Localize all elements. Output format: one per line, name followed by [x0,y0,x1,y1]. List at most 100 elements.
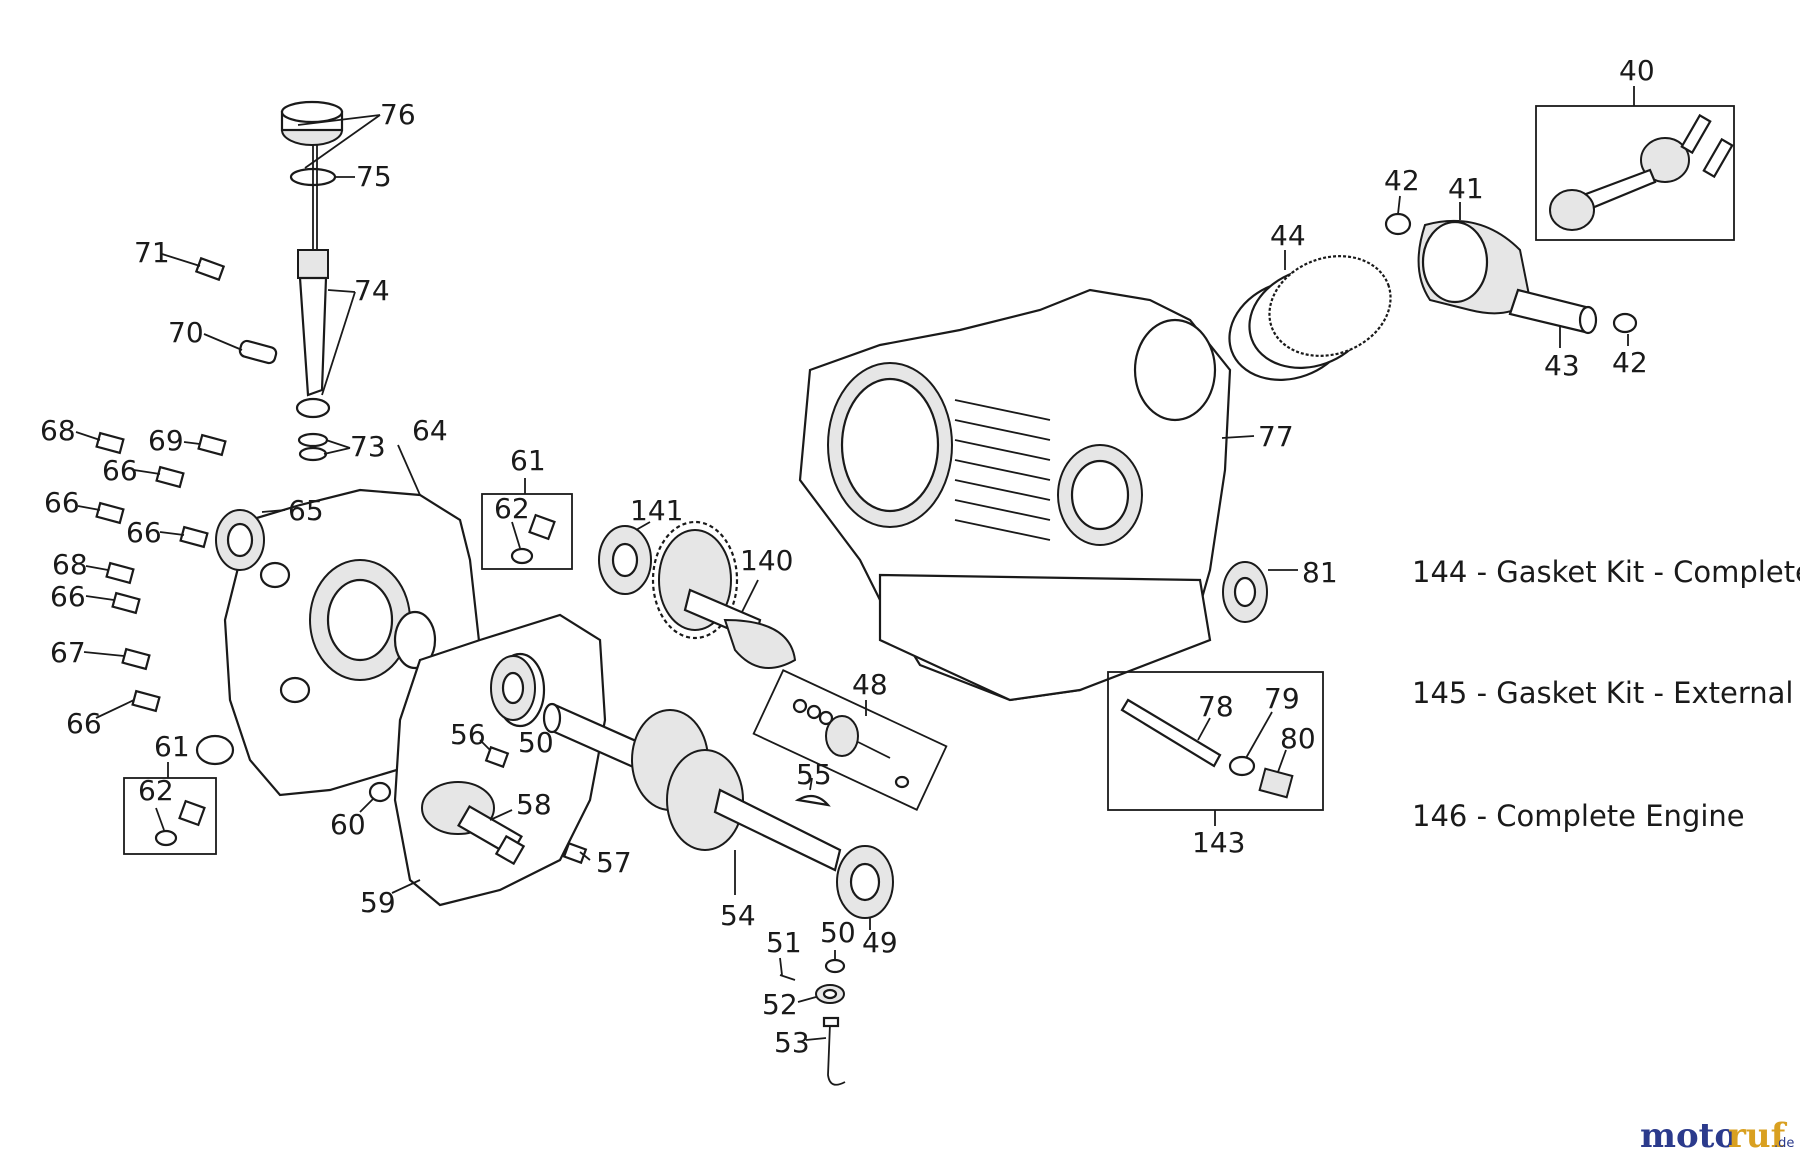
svg-text:ruf: ruf [1728,1116,1788,1156]
svg-text:moto: moto [1640,1116,1737,1156]
governor-shaft-box [752,669,948,811]
drain-plug-upper-part [510,513,556,565]
drain-plug-lower-part [154,799,206,847]
callout-81: 81 [1302,556,1338,589]
piston-rings-part [1228,255,1392,381]
callout-58: 58 [516,788,552,821]
callout-56: 56 [450,718,486,751]
callout-66-b: 66 [44,486,80,519]
callout-52: 52 [762,988,798,1021]
callout-42-right: 42 [1612,346,1648,379]
callout-66-a: 66 [102,454,138,487]
dipstick-53-part [822,1016,846,1086]
callout-75: 75 [356,160,392,193]
pin-56-part [484,745,510,769]
washer-50b-part [824,958,846,974]
callout-80: 80 [1280,722,1316,755]
callout-43: 43 [1544,349,1580,382]
bolt-68b-part [105,561,135,585]
bearing-141-part [598,525,652,595]
legend-item-144: 144 - Gasket Kit - Complete [1412,555,1800,589]
shaft-78-part [1120,698,1222,768]
circlip-42a-part [1384,212,1412,236]
bolt-69-part [197,433,227,457]
circlip-42b-part [1612,312,1638,334]
oil-seal-65-part [215,509,265,571]
oil-filler-tube-part [295,249,331,462]
governor-shaft-48-part [792,698,910,789]
callout-50-lower: 50 [820,916,856,949]
callout-77: 77 [1258,420,1294,453]
bolt-71-part [194,256,226,282]
seal-52-part [815,984,845,1004]
bearing-50-part [490,655,536,721]
washer-79-part [1228,755,1256,777]
callout-66-d: 66 [50,580,86,613]
bolt-66c-part [179,525,209,549]
callout-68-b: 68 [52,548,88,581]
oring-60-part [368,781,392,803]
bolt-66d-part [111,591,141,615]
callout-79: 79 [1264,682,1300,715]
bolt-66b-part [95,501,125,525]
motoruf-logo: moto ruf .de [1640,1116,1794,1156]
oil-seal-81-part [1222,561,1268,623]
callout-57: 57 [596,846,632,879]
callout-50-upper: 50 [518,726,554,759]
legend-item-145: 145 - Gasket Kit - External [1412,676,1793,710]
callout-51: 51 [766,926,802,959]
callout-143: 143 [1192,826,1245,859]
camshaft-140-part [651,520,797,669]
piston-pin-part [1508,288,1598,335]
legend-item-146: 146 - Complete Engine [1412,799,1745,833]
connecting-rod-part [1549,113,1734,231]
callout-65: 65 [288,494,324,527]
bolt-67-part [121,647,151,671]
cylinder-block-part [798,288,1232,702]
callout-59: 59 [360,886,396,919]
callout-41: 41 [1448,172,1484,205]
connecting-rod-box [1535,105,1735,241]
callout-42-top: 42 [1384,164,1420,197]
clip-70-part [238,339,278,365]
callout-66-c: 66 [126,516,162,549]
callout-55: 55 [796,758,832,791]
callout-71: 71 [134,236,170,269]
svg-text:.de: .de [1774,1136,1794,1151]
callout-67: 67 [50,636,86,669]
pin-57-part [562,841,588,865]
bolt-66a-part [155,465,185,489]
pin-51-part [779,974,796,981]
drain-plug-box-lower [123,777,217,855]
callout-66-e: 66 [66,707,102,740]
piston-part [1417,219,1532,315]
callout-141: 141 [630,494,683,527]
plug-80-part [1258,767,1294,799]
callout-70: 70 [168,316,204,349]
callout-54: 54 [720,899,756,932]
key-55-part [794,794,831,807]
drain-plug-box-upper [481,493,573,570]
callout-140: 140 [740,544,793,577]
callout-76: 76 [380,98,416,131]
bolt-68a-part [95,431,125,455]
callout-61-upper: 61 [510,444,546,477]
callout-49: 49 [862,926,898,959]
callout-62-lower: 62 [138,774,174,807]
callout-53: 53 [774,1026,810,1059]
bolt-66e-part [131,689,161,713]
callout-44: 44 [1270,219,1306,252]
callout-69: 69 [148,424,184,457]
callout-60: 60 [330,808,366,841]
bearing-49-part [836,845,894,919]
callout-40: 40 [1619,54,1655,87]
callout-61-lower: 61 [154,730,190,763]
crankshaft-part [542,702,842,872]
governor-58-part [421,781,526,866]
callout-78: 78 [1198,690,1234,723]
callout-74: 74 [354,274,390,307]
callout-48: 48 [852,668,888,701]
callout-68-a: 68 [40,414,76,447]
oil-filler-cap-part [280,100,344,250]
